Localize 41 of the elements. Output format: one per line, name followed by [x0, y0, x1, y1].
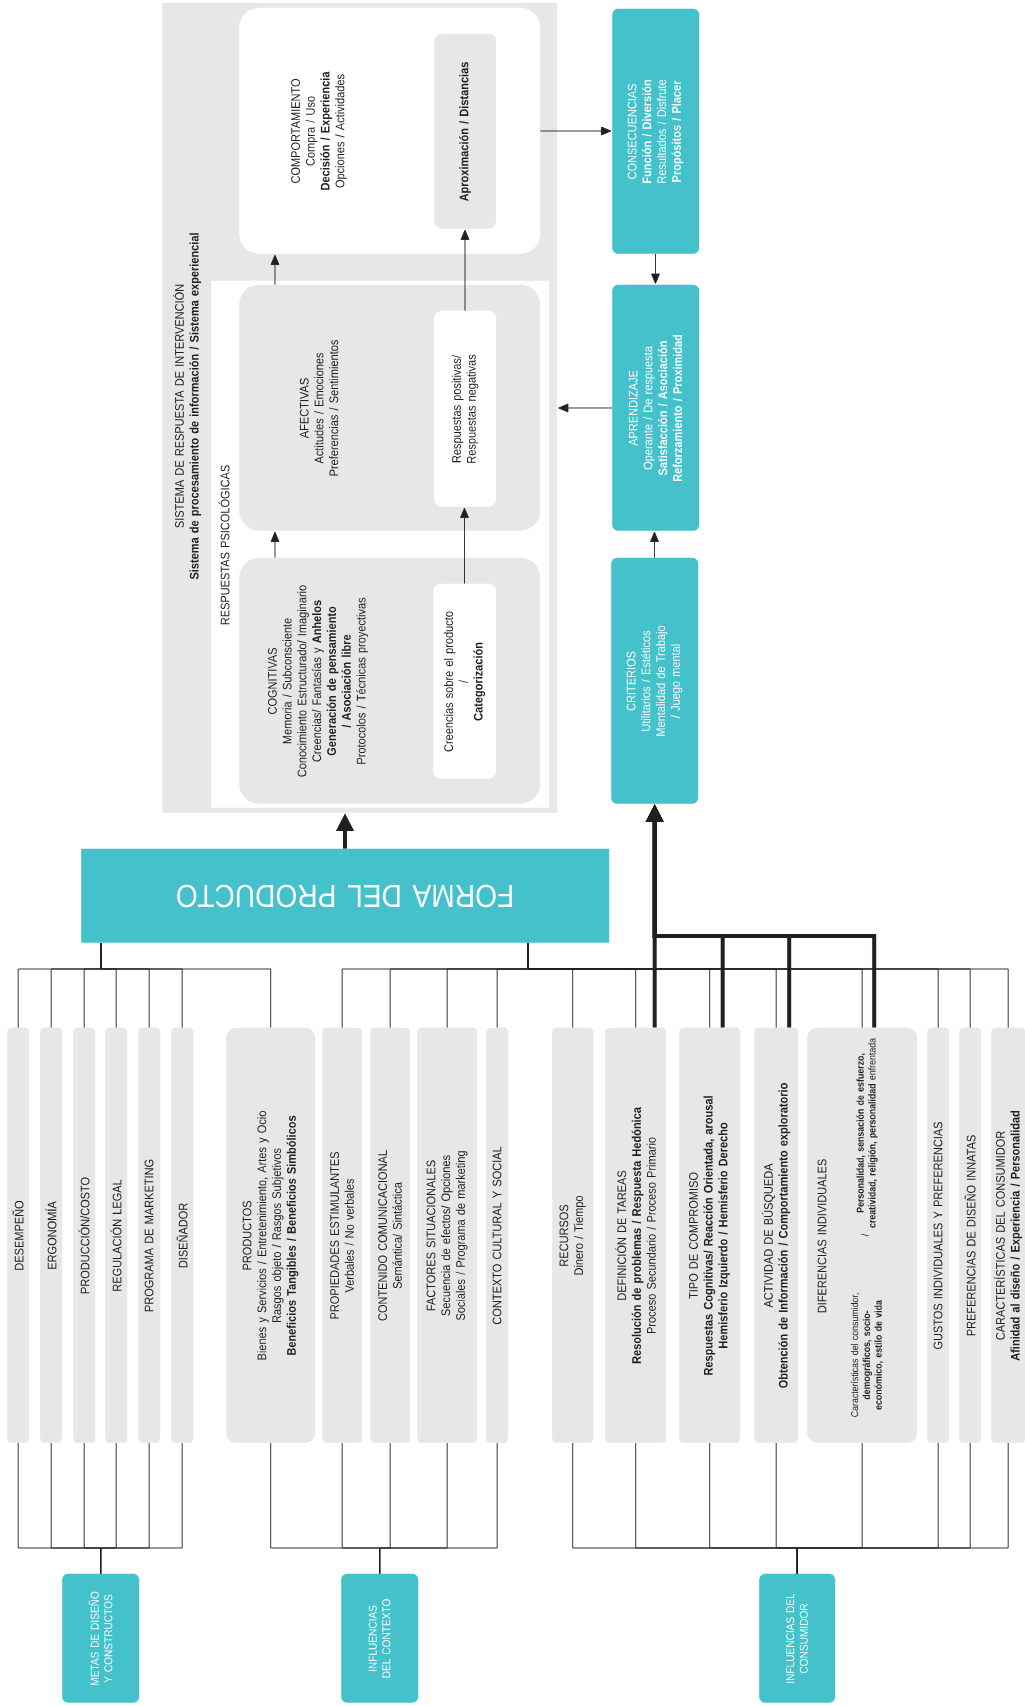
category-box: INFLUENCIAS DEL CONSUMIDOR [759, 1573, 836, 1703]
factor-bar: DEFINICIÓN DE TAREAS Resolución de problemas / Respuesta Hedónica Proceso Secundario / Proceso Primario [605, 1027, 667, 1443]
factor-bar: PREFERENCIAS DE DISEÑO INNATAS [959, 1027, 982, 1443]
category-box: METAS DE DISEÑO Y CONSTRUCTOS [62, 1573, 140, 1703]
factor-bar: PRODUCCIÓN/COSTO [73, 1027, 96, 1443]
factor-bar: DESEMPEÑO [7, 1027, 30, 1443]
stage-box: APRENDIZAJE Operante / De respuesta Satisfacción / Asociación Reforzamiento / Proximidad [612, 284, 700, 531]
process-box: Respuestas positivas/ Respuestas negativas [434, 310, 497, 507]
process-box: Creencias sobre el producto / Categorización [433, 583, 497, 779]
stage-box: CRITERIOS Utilitarios / Estéticos Mentalidad de Trabajo / Juego mental [611, 557, 699, 804]
arrow [558, 403, 613, 413]
arrow [650, 531, 659, 559]
arrow [539, 126, 612, 136]
connector-line [796, 1442, 1009, 1575]
factor-bar: CARACTERÍSTICAS DEL CONSUMIDOR Afinidad al diseño / Experiencia / Personalidad [991, 1027, 1025, 1443]
factor-bar: FACTORES SITUACIONALES Secuencia de efectos/ Opciones Sociales / Programa de marketing [417, 1027, 478, 1443]
factor-bar: RECURSOS Dinero / Tiempo [552, 1027, 594, 1443]
factor-bar: PRODUCTOS Bienes y Servicios / Entretenimiento, Artes y Ocio Rasgos objeto / Rasgos Subjetivos Beneficios Tangibles / Beneficios Simbólicos [226, 1027, 316, 1443]
process-box: Aproximación / Distancias [434, 33, 497, 229]
factor-bar: PROPIEDADES ESTIMULANTES Verbales / No verbales [322, 1027, 363, 1443]
banner: FORMA DEL PRODUCTO [81, 848, 610, 943]
factor-bar: GUSTOS INDIVIDUALES Y PREFERENCIAS [927, 1027, 950, 1443]
factor-bar: CONTEXTO CULTURAL Y SOCIAL [486, 1027, 509, 1443]
factor-bar: DISEÑADOR [171, 1027, 194, 1443]
connector-line [100, 942, 272, 1029]
factor-bar: ACTIVIDAD DE BÚSQUEDA Obtención de Información / Comportamiento exploratorio [754, 1027, 799, 1443]
factor-bar: ERGONOMÍA [40, 1027, 63, 1443]
arrow [270, 531, 280, 559]
arrow [460, 507, 469, 585]
connector-line [379, 1442, 498, 1575]
factor-bar: CONTENIDO COMUNICACIONAL Semántica/ Sintáctica [370, 1027, 411, 1443]
connector-line [100, 1442, 183, 1575]
factor-bar: PROGRAMA DE MARKETING [138, 1027, 161, 1443]
factor-bar: TIPO DE COMPROMISO Respuestas Cognitivas/ Reacción Orientada, arousal Hemisferio Izquierdo / Hemisferio Derecho [679, 1027, 741, 1443]
arrow [651, 253, 660, 284]
factor-bar: REGULACIÓN LEGAL [105, 1027, 128, 1443]
category-box: INFLUENCIAS DEL CONTEXTO [341, 1573, 419, 1703]
factor-bar: DIFERENCIAS INDIVIDUALES Características del consumidor, demográficos, socio-económico, estilo de vida / Personalidad, sensación de esfuerzo, creatividad, religión, personalidad enfrentada [807, 1027, 918, 1443]
arrow [460, 229, 470, 312]
arrow [270, 254, 280, 286]
stage-box: CONSECUENCIAS Función / Diversión Resultados / Disfrute Propósitos / Placer [612, 8, 700, 254]
